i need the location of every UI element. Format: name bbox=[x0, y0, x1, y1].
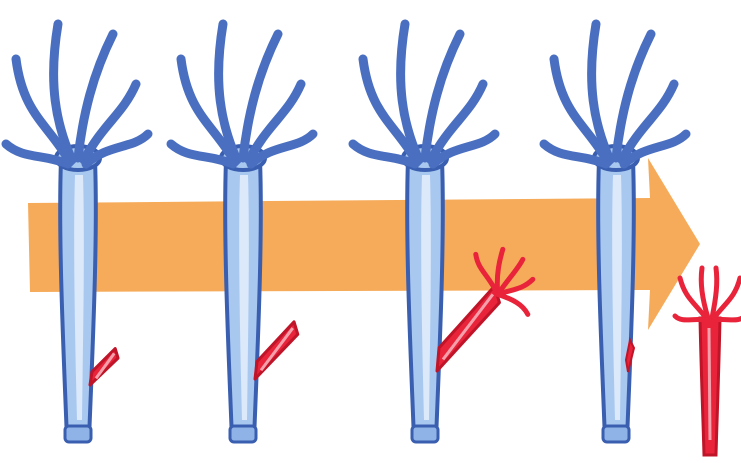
tentacles bbox=[171, 24, 313, 164]
tentacles bbox=[544, 24, 686, 164]
hydra-foot bbox=[65, 426, 91, 442]
bud-highlight bbox=[443, 294, 493, 359]
hydra-foot bbox=[230, 426, 256, 442]
offspring-tentacles bbox=[675, 268, 741, 320]
offspring-highlight bbox=[709, 328, 710, 440]
tentacles bbox=[6, 24, 148, 164]
offspring-tentacle-3 bbox=[712, 268, 717, 318]
tentacles bbox=[353, 24, 495, 164]
detached-offspring bbox=[675, 268, 741, 455]
hydra-foot bbox=[412, 426, 438, 442]
bud-tentacle-5 bbox=[498, 294, 528, 314]
hydra-foot bbox=[603, 426, 629, 442]
bud-highlight bbox=[261, 328, 293, 370]
bud bbox=[255, 322, 298, 379]
